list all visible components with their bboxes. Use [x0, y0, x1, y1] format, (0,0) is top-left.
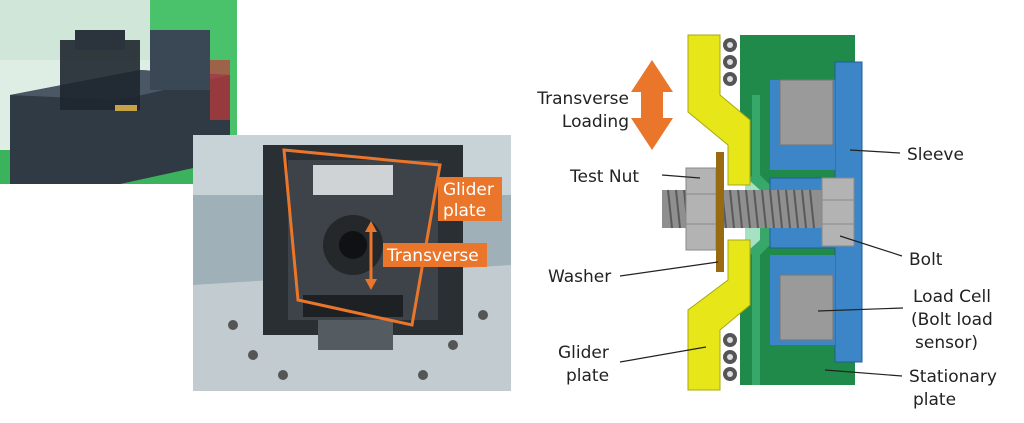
washer-leader	[619, 261, 719, 277]
bolt-threads	[667, 189, 815, 229]
ball-bearings	[723, 38, 737, 381]
stationary-plate-leader	[824, 369, 903, 377]
photo-glider-plate-line2: plate	[443, 201, 486, 221]
glider-plate-outline	[282, 148, 442, 327]
stationary-plate-label-line1: Stationary	[909, 367, 997, 387]
transverse-loading-label-line1: Transverse	[536, 89, 629, 109]
load-cell-label-line1: Load Cell	[913, 287, 991, 307]
glider-plate-leader	[619, 346, 707, 363]
glider-plate-lower	[687, 239, 751, 391]
glider-plate-label-line1: Glider	[558, 343, 609, 363]
glider-plate	[687, 34, 751, 186]
sleeve-leader	[849, 149, 901, 154]
bolt-label: Bolt	[909, 250, 943, 270]
transverse-loading-label-line2: Loading	[562, 112, 629, 132]
load-cell-leader	[817, 307, 904, 312]
washer	[716, 152, 724, 272]
photo-arrow-up-head	[365, 221, 377, 232]
photo-transverse-label: Transverse	[386, 246, 479, 266]
sleeve-label: Sleeve	[907, 145, 964, 165]
photo-glider-plate-label-box	[438, 177, 502, 221]
test-nut	[685, 167, 717, 251]
photo-arrow-down-head	[365, 279, 377, 290]
test-nut-leader	[661, 174, 701, 179]
washer-label: Washer	[548, 267, 611, 287]
load-cell-top	[779, 79, 834, 146]
load-cell-bottom	[779, 274, 834, 341]
test-nut-label: Test Nut	[569, 167, 639, 187]
transverse-loading-arrow-icon	[631, 60, 673, 150]
load-cell-label-line2: (Bolt load	[911, 310, 993, 330]
stationary-plate-label-line2: plate	[913, 390, 956, 410]
photo-transverse-label-box	[383, 243, 487, 267]
stationary-plate-inner	[745, 95, 770, 385]
bolt-leader	[839, 235, 903, 257]
load-cell-label-line3: sensor)	[915, 333, 978, 353]
bolt-head	[821, 177, 855, 247]
photo-glider-plate-line1: Glider	[443, 180, 494, 200]
glider-plate-label-line2: plate	[566, 366, 609, 386]
